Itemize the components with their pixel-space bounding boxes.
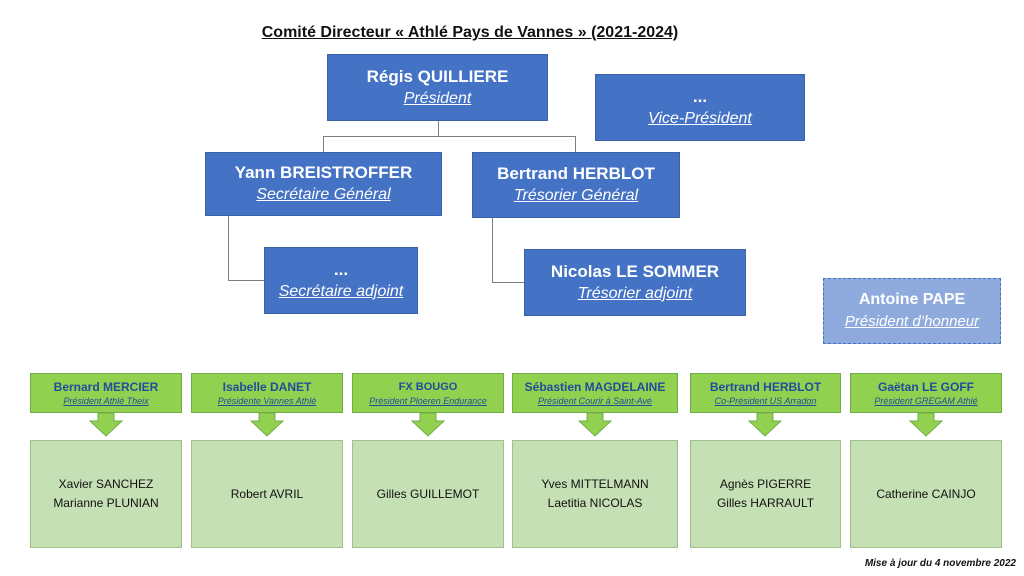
club-president-role: Président GREGAM Athlé: [874, 395, 978, 406]
club-president-role: Co-Président US Arradon: [714, 395, 817, 406]
club-president-name: Isabelle DANET: [222, 379, 312, 394]
member-name: Marianne PLUNIAN: [53, 496, 159, 510]
treasurer-box: Bertrand HERBLOT Trésorier Général: [472, 152, 680, 218]
down-arrow-icon: [747, 413, 783, 437]
club-president-name: Gaëtan LE GOFF: [877, 379, 974, 394]
president-name: Régis QUILLIERE: [366, 66, 509, 86]
connector-line: [575, 136, 576, 152]
member-name: Agnès PIGERRE: [719, 477, 812, 491]
connector-line: [228, 216, 229, 281]
member-name: Gilles GUILLEMOT: [376, 486, 480, 501]
club-president-role: Président Courir à Saint-Avé: [538, 395, 652, 406]
member-box: Gilles GUILLEMOT: [352, 440, 504, 548]
vice-president-role: Vice-Président: [648, 109, 752, 127]
club-president-name: FX BOUGO: [398, 380, 458, 393]
down-arrow-icon: [908, 413, 944, 437]
down-arrow-icon: [249, 413, 285, 437]
president-role: Président: [403, 89, 472, 107]
club-president-role: Président Ploeren Endurance: [369, 395, 487, 406]
club-header: Bernard MERCIER Président Athlé Theix: [30, 373, 182, 413]
connector-line: [492, 218, 493, 283]
update-note: Mise à jour du 4 novembre 2022: [864, 558, 1016, 569]
connector-line: [323, 136, 576, 137]
club-president-name: Bernard MERCIER: [53, 379, 159, 394]
secretary-box: Yann BREISTROFFER Secrétaire Général: [205, 152, 442, 216]
club-header: Bertrand HERBLOT Co-Président US Arradon: [690, 373, 841, 413]
club-president-role: Président Athlé Theix: [63, 395, 149, 406]
member-name: Laetitia NICOLAS: [547, 496, 643, 510]
club-president-role: Présidente Vannes Athlé: [217, 395, 317, 406]
secretary-deputy-box: ... Secrétaire adjoint: [264, 247, 418, 314]
treasurer-deputy-box: Nicolas LE SOMMER Trésorier adjoint: [524, 249, 746, 316]
member-name: Robert AVRIL: [230, 486, 304, 501]
secretary-deputy-role: Secrétaire adjoint: [278, 282, 404, 300]
treasurer-name: Bertrand HERBLOT: [497, 164, 655, 183]
vice-president-name: ...: [692, 86, 708, 106]
club-header: FX BOUGO Président Ploeren Endurance: [352, 373, 504, 413]
connector-line: [228, 280, 264, 281]
connector-line: [323, 136, 324, 152]
member-box: Yves MITTELMANN Laetitia NICOLAS: [512, 440, 678, 548]
connector-line: [438, 121, 439, 137]
down-arrow-icon: [88, 413, 124, 437]
down-arrow-icon: [410, 413, 446, 437]
vice-president-box: ... Vice-Président: [595, 74, 805, 141]
member-name: Xavier SANCHEZ: [58, 477, 154, 491]
club-header: Sébastien MAGDELAINE Président Courir à …: [512, 373, 678, 413]
member-box: Robert AVRIL: [191, 440, 343, 548]
treasurer-deputy-name: Nicolas LE SOMMER: [550, 261, 720, 281]
honorary-president-box: Antoine PAPE Président d’honneur: [823, 278, 1001, 344]
secretary-deputy-name: ...: [333, 259, 349, 279]
member-box: Catherine CAINJO: [850, 440, 1002, 548]
connector-line: [492, 282, 524, 283]
treasurer-deputy-role: Trésorier adjoint: [577, 284, 693, 302]
honorary-president-name: Antoine PAPE: [858, 291, 966, 308]
chart-title: Comité Directeur « Athlé Pays de Vannes …: [261, 24, 679, 41]
member-name: Gilles HARRAULT: [716, 496, 815, 510]
president-box: Régis QUILLIERE Président: [327, 54, 548, 121]
club-president-name: Bertrand HERBLOT: [709, 379, 822, 394]
member-name: Yves MITTELMANN: [541, 477, 649, 491]
club-president-name: Sébastien MAGDELAINE: [524, 379, 666, 394]
secretary-name: Yann BREISTROFFER: [234, 163, 413, 182]
member-box: Xavier SANCHEZ Marianne PLUNIAN: [30, 440, 182, 548]
club-header: Isabelle DANET Présidente Vannes Athlé: [191, 373, 343, 413]
secretary-role: Secrétaire Général: [256, 186, 391, 203]
member-name: Catherine CAINJO: [876, 486, 976, 501]
down-arrow-icon: [577, 413, 613, 437]
honorary-president-role: Président d’honneur: [844, 313, 980, 330]
club-header: Gaëtan LE GOFF Président GREGAM Athlé: [850, 373, 1002, 413]
treasurer-role: Trésorier Général: [513, 187, 639, 204]
member-box: Agnès PIGERRE Gilles HARRAULT: [690, 440, 841, 548]
